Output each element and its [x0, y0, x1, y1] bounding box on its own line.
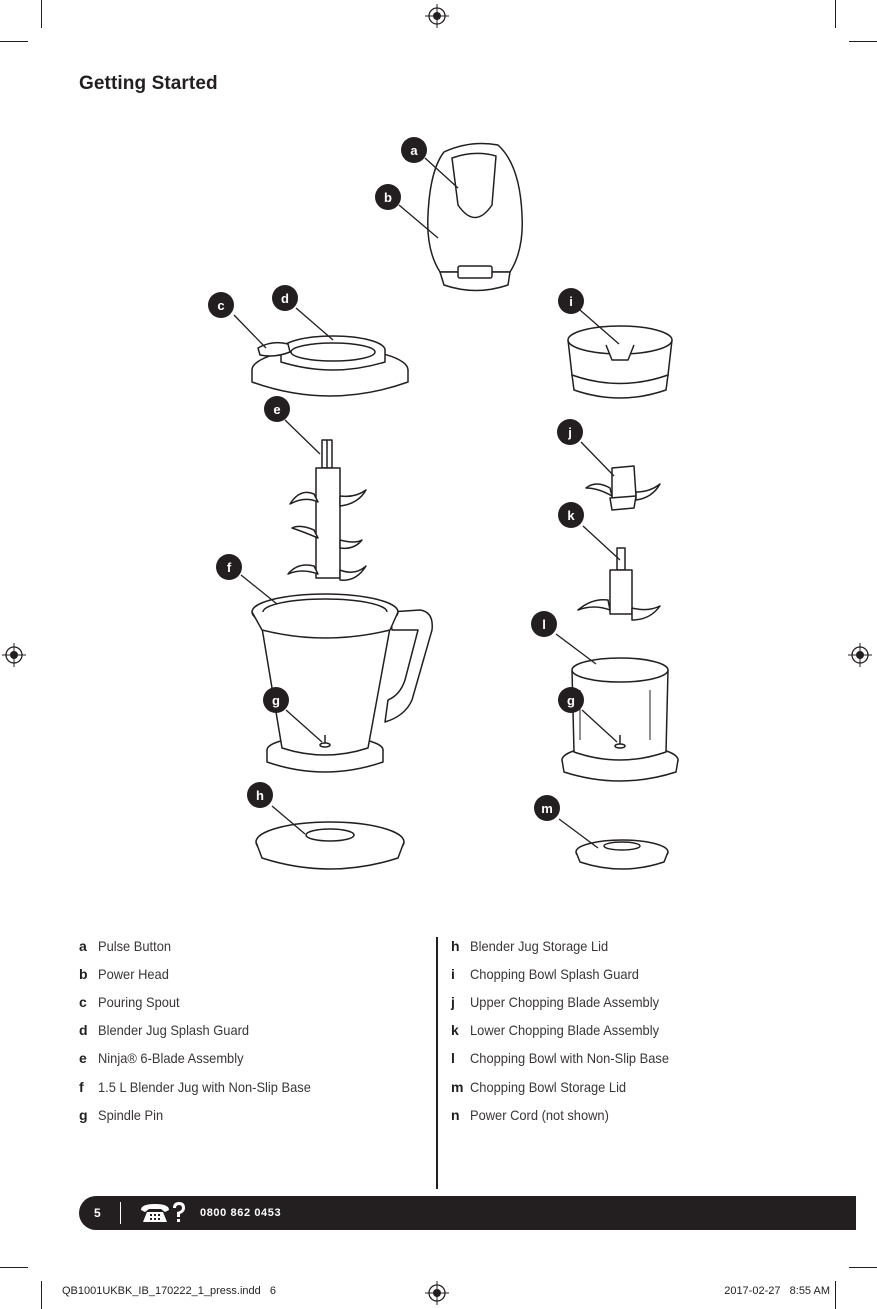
part-key: n	[451, 1107, 460, 1123]
crop-mark	[849, 41, 877, 42]
page-number: 5	[94, 1206, 101, 1220]
registration-mark-icon	[424, 3, 450, 29]
part-label: Chopping Bowl Storage Lid	[470, 1079, 627, 1095]
part-key: g	[79, 1107, 88, 1123]
leader-lines	[233, 157, 621, 849]
blender-splash-guard-drawing	[251, 335, 409, 397]
part-label: 1.5 L Blender Jug with Non-Slip Base	[98, 1079, 311, 1095]
part-key: h	[451, 938, 460, 954]
callout-label: k	[567, 508, 575, 523]
callout-label: e	[273, 402, 280, 417]
crop-mark	[835, 1281, 836, 1309]
callout-label: j	[567, 425, 572, 440]
upper-chopping-blade-drawing	[585, 465, 661, 511]
part-label: Upper Chopping Blade Assembly	[470, 994, 660, 1010]
crop-mark	[849, 1267, 877, 1268]
part-label: Power Cord (not shown)	[470, 1107, 609, 1123]
footer-separator	[120, 1202, 121, 1224]
part-key: i	[451, 966, 455, 982]
chopping-storage-lid-drawing	[575, 839, 669, 870]
callout-label: b	[384, 190, 392, 205]
crop-mark	[0, 41, 28, 42]
part-label: Chopping Bowl Splash Guard	[470, 966, 639, 982]
lower-chopping-blade-drawing	[577, 547, 661, 621]
footer-bar	[79, 1196, 856, 1230]
page-title: Getting Started	[79, 73, 218, 94]
part-label: Blender Jug Splash Guard	[98, 1022, 250, 1038]
crop-mark	[835, 0, 836, 28]
chopping-splash-guard-drawing	[567, 325, 673, 399]
part-label: Blender Jug Storage Lid	[470, 938, 609, 954]
callout-label: h	[256, 788, 264, 803]
blender-jug-drawing	[251, 593, 433, 773]
part-label: Pulse Button	[98, 938, 172, 954]
phone-number: 0800 862 0453	[200, 1207, 282, 1219]
part-label: Power Head	[98, 966, 169, 982]
callout-label: c	[217, 298, 224, 313]
part-key: k	[451, 1022, 459, 1038]
callout-label: m	[541, 801, 553, 816]
callout-label: g	[567, 693, 575, 708]
crop-mark	[41, 0, 42, 28]
print-file-name: QB1001UKBK_IB_170222_1_press.indd 6	[62, 1285, 277, 1297]
part-key: b	[79, 966, 88, 982]
part-label: Spindle Pin	[98, 1107, 164, 1123]
blender-storage-lid-drawing	[255, 821, 405, 870]
callout-label: d	[281, 291, 289, 306]
callout-group: a b c d e f g g h i j k l m	[208, 137, 584, 821]
registration-mark-icon	[847, 642, 873, 668]
callout-label: a	[410, 143, 418, 158]
callout-label: g	[272, 693, 280, 708]
part-key: c	[79, 994, 87, 1010]
registration-mark-icon	[424, 1280, 450, 1306]
crop-mark	[41, 1281, 42, 1309]
callout-label: l	[542, 617, 546, 632]
power-head-drawing	[427, 142, 523, 292]
part-key: d	[79, 1022, 88, 1038]
callout-label: i	[569, 294, 573, 309]
registration-mark-icon	[1, 642, 27, 668]
part-key: m	[451, 1079, 464, 1095]
part-label: Chopping Bowl with Non-Slip Base	[470, 1050, 670, 1066]
crop-mark	[0, 1267, 28, 1268]
column-divider	[436, 937, 438, 1189]
part-key: j	[451, 994, 455, 1010]
part-key: l	[451, 1050, 455, 1066]
print-timestamp: 2017-02-27 8:55 AM	[724, 1285, 830, 1297]
part-label: Lower Chopping Blade Assembly	[470, 1022, 660, 1038]
part-key: f	[79, 1079, 84, 1095]
callout-label: f	[227, 560, 232, 575]
chopping-bowl-drawing	[561, 657, 679, 782]
six-blade-assembly-drawing	[287, 439, 367, 581]
part-label: Ninja® 6-Blade Assembly	[98, 1050, 244, 1066]
part-label: Pouring Spout	[98, 994, 180, 1010]
phone-question-icon	[141, 1202, 185, 1222]
part-key: e	[79, 1050, 87, 1066]
part-key: a	[79, 938, 87, 954]
